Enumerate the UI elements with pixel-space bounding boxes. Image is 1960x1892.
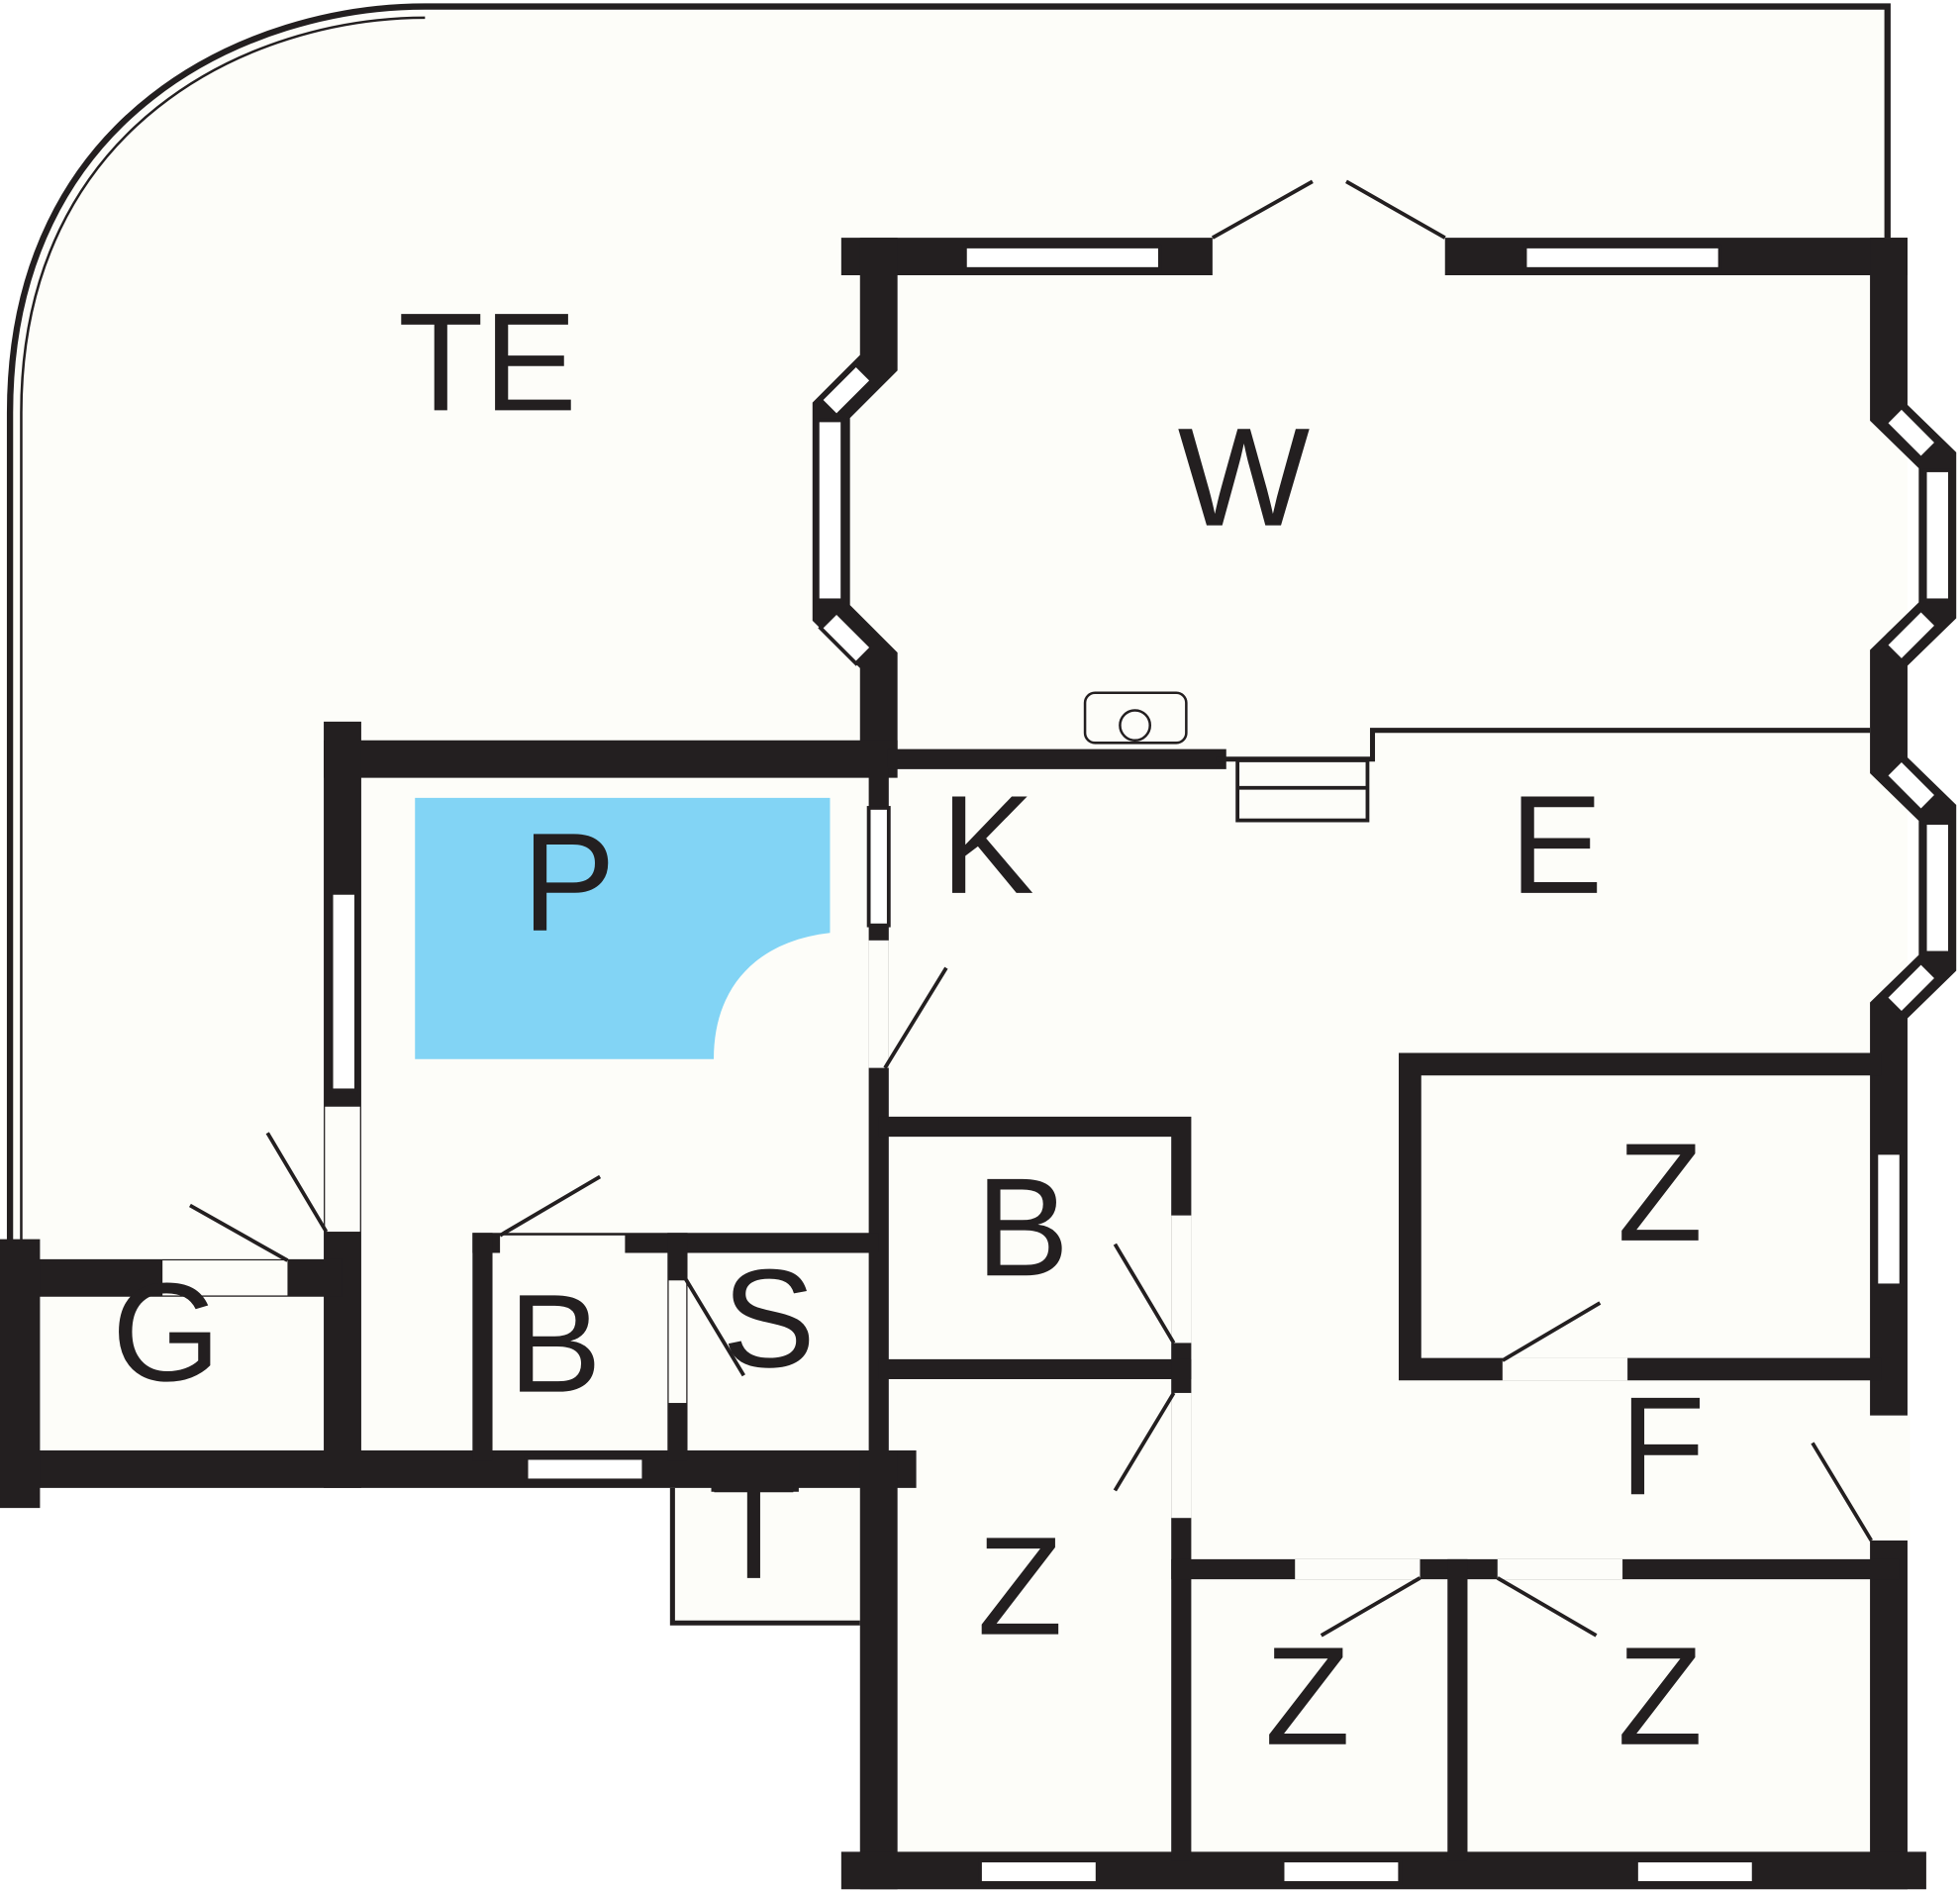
terrace-inner-line	[20, 16, 426, 1263]
sink-icon	[1083, 691, 1188, 745]
room-label-bathroom: B	[976, 1148, 1069, 1305]
room-label-garage: G	[112, 1253, 221, 1410]
room-label-bedroom-3: Z	[1265, 1618, 1350, 1774]
room-label-bedroom-4: Z	[1617, 1618, 1703, 1774]
walls	[0, 238, 1957, 1890]
pool-door	[265, 1132, 329, 1234]
pool	[415, 797, 831, 1059]
room-label-dining: E	[1510, 766, 1603, 923]
room-label-bedroom-1: Z	[1617, 1114, 1703, 1270]
room-label-hall: F	[1619, 1367, 1705, 1524]
windows	[329, 245, 1952, 1885]
stair-icon	[1235, 758, 1370, 823]
terrace-outline	[6, 3, 1891, 1263]
room-label-kitchen: K	[940, 766, 1033, 923]
sink-drain-icon	[1119, 709, 1151, 743]
terrace-door	[1211, 179, 1314, 240]
room-label-bedroom-2: Z	[977, 1508, 1062, 1664]
room-label-living: W	[1178, 399, 1310, 555]
garage-door	[189, 1203, 289, 1262]
room-label-pool: P	[522, 804, 615, 960]
room-label-terrace: TE	[398, 283, 577, 440]
room-label-sauna: S	[722, 1240, 815, 1396]
terrace-door-opening	[1212, 236, 1445, 279]
room-label-bathroom-2: B	[508, 1265, 601, 1422]
room-label-technical: T	[711, 1451, 796, 1608]
